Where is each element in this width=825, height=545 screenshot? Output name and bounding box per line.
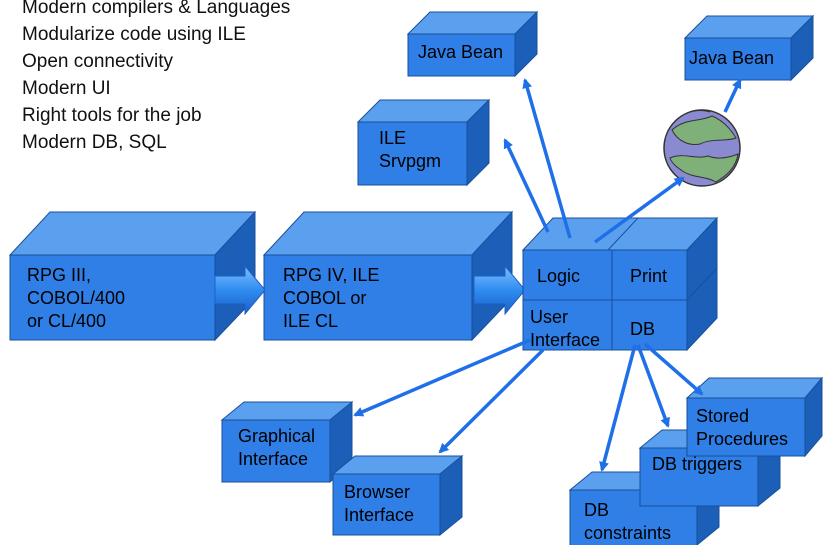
print-label: Print (630, 266, 668, 286)
box-rpg3 (8, 210, 257, 342)
db-triggers-label: DB triggers (652, 454, 743, 474)
db-label: DB (630, 319, 656, 339)
bullet-list: Modern compilers & Languages Modularize … (22, 0, 290, 156)
java-bean-1-label: Java Bean (418, 42, 504, 62)
bullet-item: Modern UI (22, 78, 111, 99)
globe-icon (663, 109, 741, 187)
box-rpg4 (262, 210, 514, 342)
java-bean-2-label: Java Bean (689, 48, 775, 68)
box-java-bean-1 (406, 10, 539, 78)
box-graphical-interface (220, 400, 354, 484)
box-central (521, 216, 719, 352)
connector-arrows (353, 78, 742, 472)
bullet-item: Open connectivity (22, 51, 174, 72)
bullet-item: Modularize code using ILE (22, 24, 246, 45)
bullet-item: Modern DB, SQL (22, 132, 167, 153)
block-arrow-2 (473, 264, 526, 316)
block-arrow-1 (214, 264, 266, 316)
bullet-item: Modern compilers & Languages (22, 0, 291, 18)
box-java-bean-2 (683, 14, 815, 82)
bullet-item: Right tools for the job (22, 105, 202, 126)
box-ile-srvpgm (356, 98, 491, 187)
box-stored-procedures (685, 376, 824, 458)
logic-label: Logic (537, 266, 581, 286)
box-browser-interface (331, 454, 464, 537)
